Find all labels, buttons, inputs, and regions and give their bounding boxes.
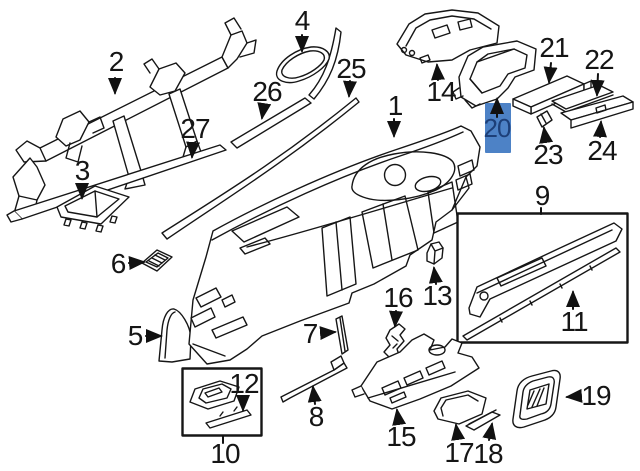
- arrow-6: [128, 256, 146, 270]
- callout-13[interactable]: 13: [422, 280, 452, 311]
- part-10-drawing[interactable]: [189, 380, 240, 410]
- part-3-drawing[interactable]: [56, 185, 130, 233]
- arrow-26: [257, 102, 272, 120]
- arrow-19: [565, 388, 583, 403]
- callout-26[interactable]: 26: [252, 76, 282, 107]
- part-15-drawing[interactable]: [351, 333, 480, 410]
- arrow-8: [307, 385, 322, 405]
- callout-3[interactable]: 3: [74, 155, 91, 186]
- callout-6[interactable]: 6: [110, 248, 127, 279]
- callout-11[interactable]: 11: [560, 306, 588, 337]
- part-19-drawing[interactable]: [512, 369, 561, 429]
- arrow-27: [186, 141, 201, 159]
- part-17-drawing[interactable]: [433, 390, 487, 425]
- part-7-drawing[interactable]: [335, 315, 349, 355]
- arrow-21: [543, 62, 558, 84]
- part-14-drawing[interactable]: [396, 9, 500, 64]
- arrow-16: [389, 310, 403, 328]
- callout-17[interactable]: 17: [444, 437, 474, 468]
- callout-9[interactable]: 9: [534, 180, 551, 211]
- part-2-drawing[interactable]: [12, 17, 257, 215]
- callout-5[interactable]: 5: [127, 320, 144, 351]
- part-25-drawing[interactable]: [161, 97, 360, 240]
- part-1-drawing[interactable]: [188, 125, 481, 365]
- callout-10[interactable]: 10: [210, 438, 240, 469]
- arrow-15: [392, 408, 407, 426]
- callout-14[interactable]: 14: [426, 76, 456, 107]
- callout-21[interactable]: 21: [539, 32, 569, 63]
- callout-18[interactable]: 18: [473, 438, 503, 469]
- callout-27[interactable]: 27: [180, 113, 210, 144]
- callout-8[interactable]: 8: [308, 401, 325, 432]
- part-18-drawing[interactable]: [465, 409, 501, 431]
- callout-12[interactable]: 12: [229, 368, 259, 399]
- part-16-drawing[interactable]: [383, 323, 406, 359]
- arrow-14: [431, 63, 445, 81]
- callout-20-highlighted[interactable]: 20: [483, 113, 512, 143]
- part-27-drawing[interactable]: [6, 144, 227, 223]
- part-8-drawing[interactable]: [280, 355, 348, 403]
- callout-24[interactable]: 24: [587, 135, 617, 166]
- part-20-drawing[interactable]: [452, 40, 537, 109]
- callout-4[interactable]: 4: [294, 5, 311, 36]
- arrow-25: [343, 80, 357, 98]
- highlight-box: [485, 103, 511, 153]
- callout-2[interactable]: 2: [108, 46, 125, 77]
- arrow-18: [482, 422, 497, 441]
- callout-23[interactable]: 23: [533, 139, 563, 170]
- callout-15[interactable]: 15: [386, 421, 416, 452]
- arrow-24: [593, 120, 607, 138]
- callout-19[interactable]: 19: [581, 380, 611, 411]
- arrow-23: [539, 126, 554, 144]
- arrow-17: [451, 423, 466, 441]
- callout-16[interactable]: 16: [383, 282, 413, 313]
- callout-22[interactable]: 22: [584, 44, 614, 75]
- part-13-drawing[interactable]: [426, 241, 444, 265]
- part-6-drawing[interactable]: [141, 249, 173, 272]
- part-26-drawing[interactable]: [230, 27, 342, 149]
- part-5-drawing[interactable]: [158, 308, 192, 363]
- callout-arrows: [75, 34, 607, 444]
- part-24-drawing[interactable]: [560, 95, 634, 129]
- arrow-22: [590, 73, 605, 97]
- callout-25[interactable]: 25: [336, 53, 366, 84]
- callout-1[interactable]: 1: [387, 90, 404, 121]
- callout-7[interactable]: 7: [302, 318, 319, 349]
- part-11-drawing[interactable]: [462, 222, 623, 341]
- arrow-13: [428, 266, 443, 285]
- arrow-7: [319, 326, 337, 341]
- part-23-drawing[interactable]: [536, 110, 553, 128]
